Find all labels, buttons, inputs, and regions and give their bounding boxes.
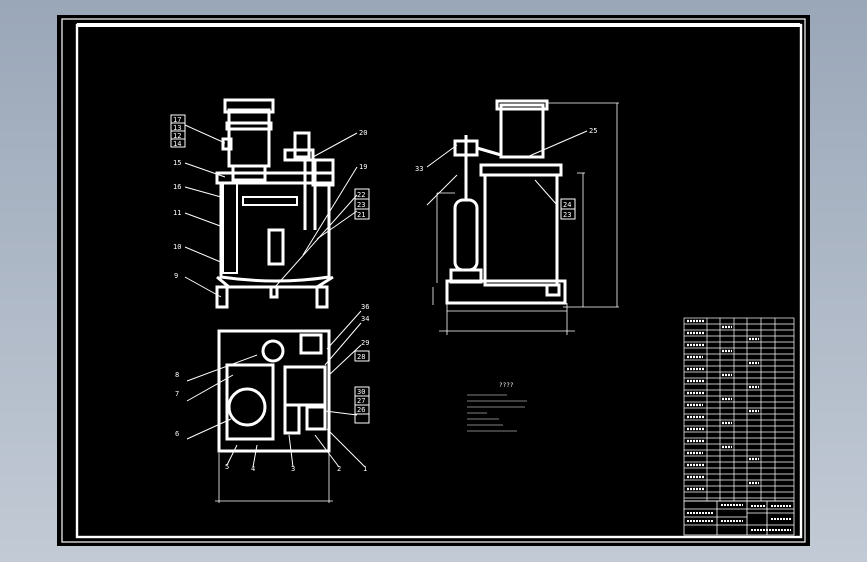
callout-19: 19 <box>359 163 367 171</box>
callout-33: 33 <box>415 165 423 173</box>
plan-valve-circle <box>261 339 285 363</box>
callout-21: 21 <box>357 211 365 219</box>
gauge <box>221 137 233 151</box>
callout-1: 1 <box>363 465 367 473</box>
drawing-sheet: 17 13 12 14 15 16 11 10 9 20 19 22 23 21 <box>57 15 810 546</box>
plan-view-leaders <box>186 310 366 468</box>
side-view <box>445 99 567 305</box>
side-block <box>311 158 335 187</box>
front-view-leaders <box>184 124 358 298</box>
tank-body <box>219 183 331 283</box>
callout-9: 9 <box>174 272 178 280</box>
side-drain <box>545 283 561 297</box>
side-motor-cap <box>495 99 549 111</box>
callout-23: 23 <box>357 201 365 209</box>
callout-7: 7 <box>175 390 179 398</box>
callout-25: 25 <box>589 127 597 135</box>
plan-view-labels: 8 7 6 5 4 3 2 1 36 34 29 28 30 27 26 <box>175 303 369 473</box>
callout-6: 6 <box>175 430 179 438</box>
callout-4: 4 <box>251 465 255 473</box>
motor-band <box>225 121 273 131</box>
notes-text-lines <box>467 394 527 432</box>
plan-view-dimensions <box>215 453 333 503</box>
side-tank <box>483 173 559 287</box>
callout-30: 30 <box>357 388 365 396</box>
motor-cap <box>223 98 275 114</box>
callout-15: 15 <box>173 159 181 167</box>
callout-3: 3 <box>291 465 295 473</box>
motor-body <box>227 108 271 168</box>
valve-block <box>293 131 311 159</box>
title-block-entries <box>687 504 791 531</box>
notes-title: ???? <box>499 382 514 389</box>
callout-27: 27 <box>357 397 365 405</box>
manifold <box>283 148 315 162</box>
callout-23b: 23 <box>563 211 571 219</box>
callout-10: 10 <box>173 243 181 251</box>
side-view-dimensions <box>432 102 619 335</box>
cross-pipe <box>242 196 298 206</box>
callout-28: 28 <box>357 353 365 361</box>
drain-plug <box>269 285 279 299</box>
callout-20: 20 <box>359 129 367 137</box>
callout-34: 34 <box>361 315 369 323</box>
plan-block <box>305 405 327 431</box>
callout-22: 22 <box>357 191 365 199</box>
drawing-canvas: 17 13 12 14 15 16 11 10 9 20 19 22 23 21 <box>61 18 806 543</box>
parts-list-entries <box>687 319 759 491</box>
front-view-callout-boxes <box>170 114 370 220</box>
callout-13: 13 <box>173 124 181 132</box>
plan-valve-block <box>283 365 327 407</box>
inner-border <box>75 23 803 539</box>
side-base <box>445 279 567 305</box>
callout-5: 5 <box>225 463 229 471</box>
leg-right <box>315 285 329 309</box>
callout-29: 29 <box>361 339 369 347</box>
callout-2: 2 <box>337 465 341 473</box>
technical-notes: ???? <box>467 382 527 432</box>
leg-left <box>215 285 229 309</box>
callout-24: 24 <box>563 201 571 209</box>
plan-outline <box>217 329 331 453</box>
plan-view <box>217 329 331 453</box>
plan-filter <box>283 403 301 435</box>
plan-tank-section <box>225 363 275 441</box>
callout-11: 11 <box>173 209 181 217</box>
plan-view-callout-boxes <box>354 350 370 424</box>
filter <box>267 228 285 266</box>
front-view-labels: 17 13 12 14 15 16 11 10 9 20 19 22 23 21 <box>173 116 367 280</box>
callout-12: 12 <box>173 132 181 140</box>
plan-gauge <box>299 333 323 355</box>
callout-8: 8 <box>175 371 179 379</box>
side-motor <box>499 103 545 159</box>
accumulator <box>453 198 479 272</box>
side-view-labels: 25 33 24 23 <box>415 127 597 219</box>
suction-pipe <box>222 182 238 274</box>
callout-26: 26 <box>357 406 365 414</box>
front-view <box>215 98 335 309</box>
callout-36: 36 <box>361 303 369 311</box>
side-pipe <box>476 146 502 157</box>
callout-14: 14 <box>173 140 181 148</box>
accumulator-foot <box>449 268 483 284</box>
side-view-callout-boxes <box>560 198 576 220</box>
callout-16: 16 <box>173 183 181 191</box>
callout-17: 17 <box>173 116 181 124</box>
outer-border <box>61 18 806 543</box>
plan-motor-circle <box>227 387 267 427</box>
title-block <box>683 500 795 536</box>
side-view-leaders <box>426 130 588 206</box>
